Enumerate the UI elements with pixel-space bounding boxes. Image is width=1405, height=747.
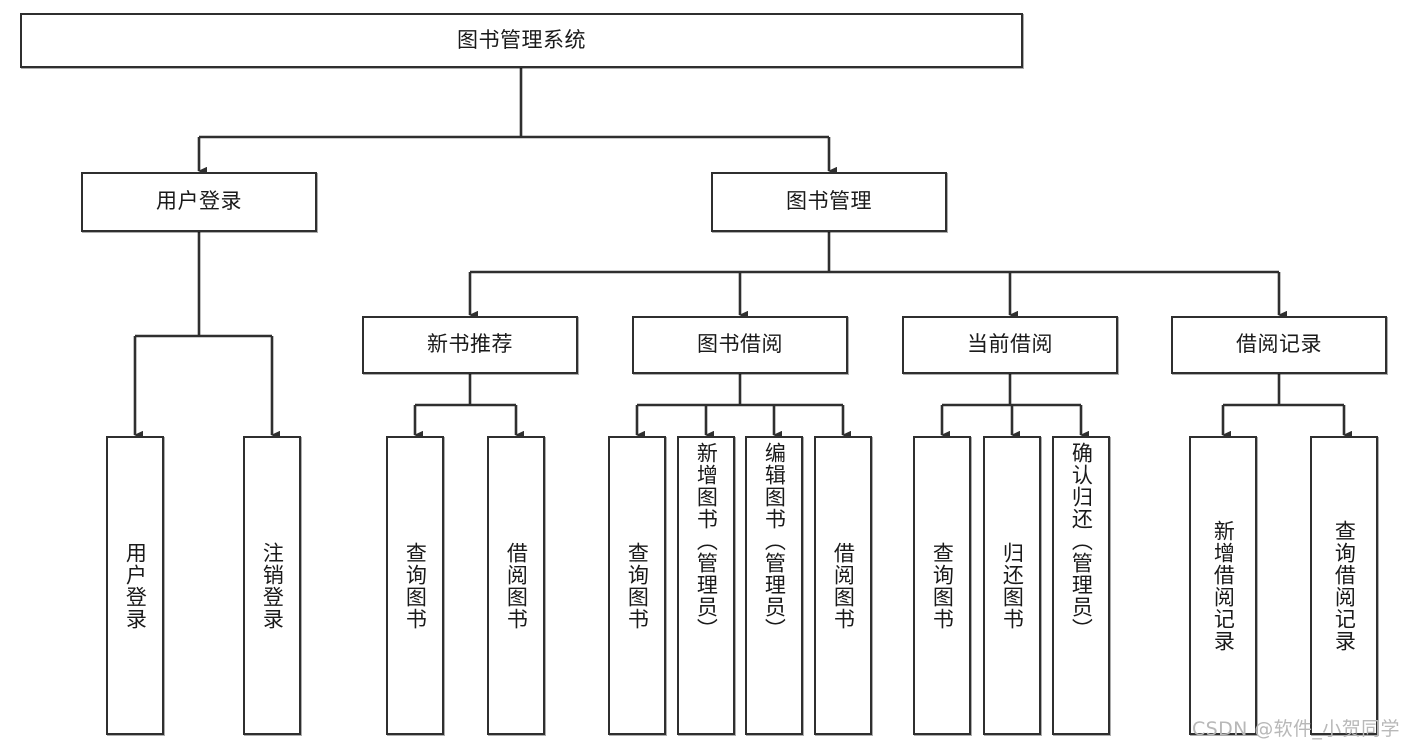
node-label: 新增图书（管理员） — [694, 442, 719, 640]
leaf-node-11[interactable]: 新增借阅记录 — [1189, 436, 1257, 735]
node-label: 借阅图书 — [504, 541, 529, 630]
level3-node-2[interactable]: 当前借阅 — [902, 316, 1118, 374]
watermark-label: CSDN @软件_小贺同学 — [1192, 718, 1400, 740]
node-label: 图书借阅 — [697, 332, 783, 357]
node-label: 借阅记录 — [1236, 332, 1322, 357]
leaf-node-1[interactable]: 注销登录 — [243, 436, 301, 735]
leaf-node-10[interactable]: 确认归还（管理员） — [1052, 436, 1110, 735]
node-label: 查询图书 — [930, 541, 955, 630]
node-label: 借阅图书 — [831, 541, 856, 630]
node-label: 当前借阅 — [967, 332, 1053, 357]
leaf-node-12[interactable]: 查询借阅记录 — [1310, 436, 1378, 735]
leaf-node-5[interactable]: 新增图书（管理员） — [677, 436, 735, 735]
node-label: 归还图书 — [1000, 541, 1025, 630]
node-label: 图书管理系统 — [457, 27, 586, 52]
node-label: 用户登录 — [156, 189, 242, 214]
leaf-node-9[interactable]: 归还图书 — [983, 436, 1041, 735]
node-label: 用户登录 — [123, 541, 148, 630]
level3-node-3[interactable]: 借阅记录 — [1171, 316, 1387, 374]
leaf-node-0[interactable]: 用户登录 — [106, 436, 164, 735]
leaf-node-4[interactable]: 查询图书 — [608, 436, 666, 735]
node-label: 新书推荐 — [427, 332, 513, 357]
node-label: 查询图书 — [625, 541, 650, 630]
node-label: 查询借阅记录 — [1332, 519, 1357, 652]
node-label: 新增借阅记录 — [1211, 519, 1236, 652]
leaf-node-2[interactable]: 查询图书 — [386, 436, 444, 735]
level3-node-0[interactable]: 新书推荐 — [362, 316, 578, 374]
level2-node-0[interactable]: 用户登录 — [81, 172, 317, 232]
leaf-node-3[interactable]: 借阅图书 — [487, 436, 545, 735]
root-node-0[interactable]: 图书管理系统 — [20, 13, 1023, 68]
node-label: 注销登录 — [260, 541, 285, 630]
node-label: 编辑图书（管理员） — [762, 442, 787, 640]
leaf-node-7[interactable]: 借阅图书 — [814, 436, 872, 735]
level2-node-1[interactable]: 图书管理 — [711, 172, 947, 232]
leaf-node-6[interactable]: 编辑图书（管理员） — [745, 436, 803, 735]
node-label: 确认归还（管理员） — [1069, 442, 1094, 640]
leaf-node-8[interactable]: 查询图书 — [913, 436, 971, 735]
node-label: 查询图书 — [403, 541, 428, 630]
connector-lines — [133, 68, 1352, 440]
level3-node-1[interactable]: 图书借阅 — [632, 316, 848, 374]
node-label: 图书管理 — [786, 189, 872, 214]
